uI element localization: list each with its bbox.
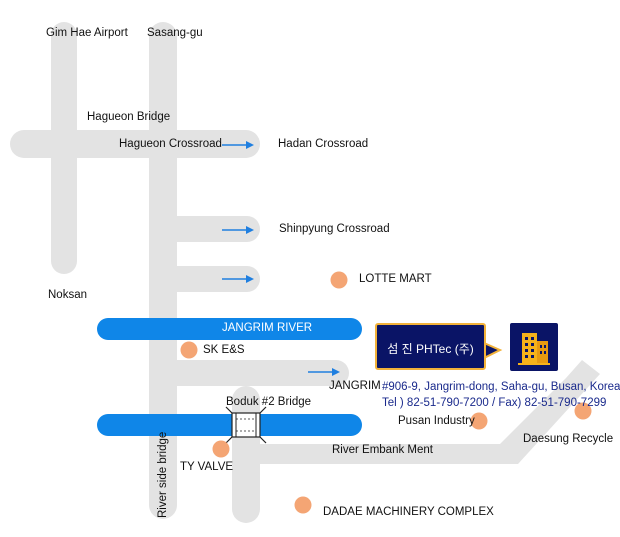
company-address-block: #906-9, Jangrim-dong, Saha-gu, Busan, Ko… <box>382 380 620 411</box>
road-shinpyung <box>149 216 260 242</box>
bridge-icon <box>225 406 267 444</box>
building-icon <box>510 323 558 371</box>
road-hagueon-crossroad <box>10 130 260 158</box>
company-phone-fax: Tel ) 82-51-790-7200 / Fax) 82-51-790-72… <box>382 396 607 409</box>
label-ty-valve: TY VALVE <box>180 461 234 473</box>
label-river-side-bridge: River side bridge <box>157 431 169 518</box>
pusan-industry-marker-icon <box>470 412 488 430</box>
company-address: #906-9, Jangrim-dong, Saha-gu, Busan, Ko… <box>382 381 620 393</box>
label-jangrim: JANGRIM <box>329 380 381 392</box>
label-hagueon-crossroad: Hagueon Crossroad <box>119 138 222 150</box>
lotte-mart-marker-icon <box>330 271 348 289</box>
label-pusan-industry: Pusan Industry <box>398 415 475 427</box>
arrow-right-icon <box>222 275 254 283</box>
arrow-right-icon <box>222 226 254 234</box>
road-network <box>10 22 600 523</box>
road-embankment <box>246 360 600 464</box>
label-boduk-bridge: Boduk #2 Bridge <box>226 396 312 408</box>
label-sk-es: SK E&S <box>203 344 245 356</box>
label-daesung-recycle: Daesung Recycle <box>523 433 614 445</box>
company-name: 섬 진 PHTec (주) <box>387 342 474 356</box>
label-noksan: Noksan <box>48 289 87 301</box>
daesung-recycle-marker-icon <box>574 402 592 420</box>
company-callout: 섬 진 PHTec (주) <box>375 323 486 370</box>
callout-tail <box>483 341 503 360</box>
label-shinpyung-crossroad: Shinpyung Crossroad <box>279 223 390 235</box>
sk-es-marker-icon <box>180 341 198 359</box>
label-river-embank-ment: River Embank Ment <box>332 444 433 456</box>
dadae-complex-marker-icon <box>294 496 312 514</box>
arrow-right-icon <box>222 141 254 149</box>
lower-river <box>97 414 362 436</box>
jangrim-river <box>97 318 362 340</box>
label-lotte-mart: LOTTE MART <box>359 273 432 285</box>
arrow-right-icon <box>308 368 340 376</box>
ty-valve-marker-icon <box>212 440 230 458</box>
label-gimhae-airport: Gim Hae Airport <box>46 27 128 39</box>
label-sasang-gu: Sasang-gu <box>147 27 203 39</box>
label-hadan-crossroad: Hadan Crossroad <box>278 138 369 150</box>
road-embankment-join <box>232 444 272 464</box>
label-dadae-complex: DADAE MACHINERY COMPLEX <box>323 506 494 518</box>
label-jangrim-river: JANGRIM RIVER <box>222 322 313 334</box>
road-lotte <box>149 266 260 292</box>
label-hagueon-bridge: Hagueon Bridge <box>87 111 171 123</box>
road-jangrim <box>149 360 349 386</box>
